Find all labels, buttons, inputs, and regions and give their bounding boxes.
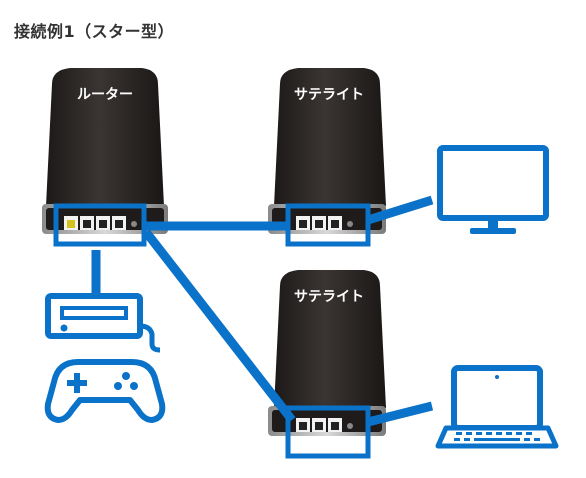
- desktop-monitor-icon: [437, 145, 549, 234]
- link-router-satellite-bottom: [142, 229, 296, 423]
- router-ports: [64, 216, 137, 230]
- satellite-bottom-ports: [296, 418, 353, 432]
- link-satellite-top-monitor: [366, 195, 434, 225]
- router-label: ルーター: [77, 87, 133, 103]
- satellite-bottom-port-highlight: [285, 405, 371, 459]
- laptop-icon: [435, 365, 559, 449]
- port-highlights: [53, 203, 371, 459]
- satellite-top-port-highlight: [285, 203, 371, 247]
- link-satellite-bottom-laptop: [366, 401, 434, 427]
- satellite-top-ports: [296, 216, 353, 230]
- satellite-top-device: [268, 68, 386, 234]
- router-device: [42, 68, 168, 234]
- satellite-top-label: サテライト: [294, 87, 364, 103]
- router-port-highlight: [53, 203, 147, 247]
- page-title: 接続例1（スター型）: [14, 22, 175, 41]
- connection-lines: [91, 195, 434, 427]
- gamepad-icon: [44, 359, 166, 423]
- satellite-bottom-device: [268, 270, 386, 436]
- game-console-icon: [45, 293, 161, 353]
- satellite-bottom-label: サテライト: [294, 289, 364, 305]
